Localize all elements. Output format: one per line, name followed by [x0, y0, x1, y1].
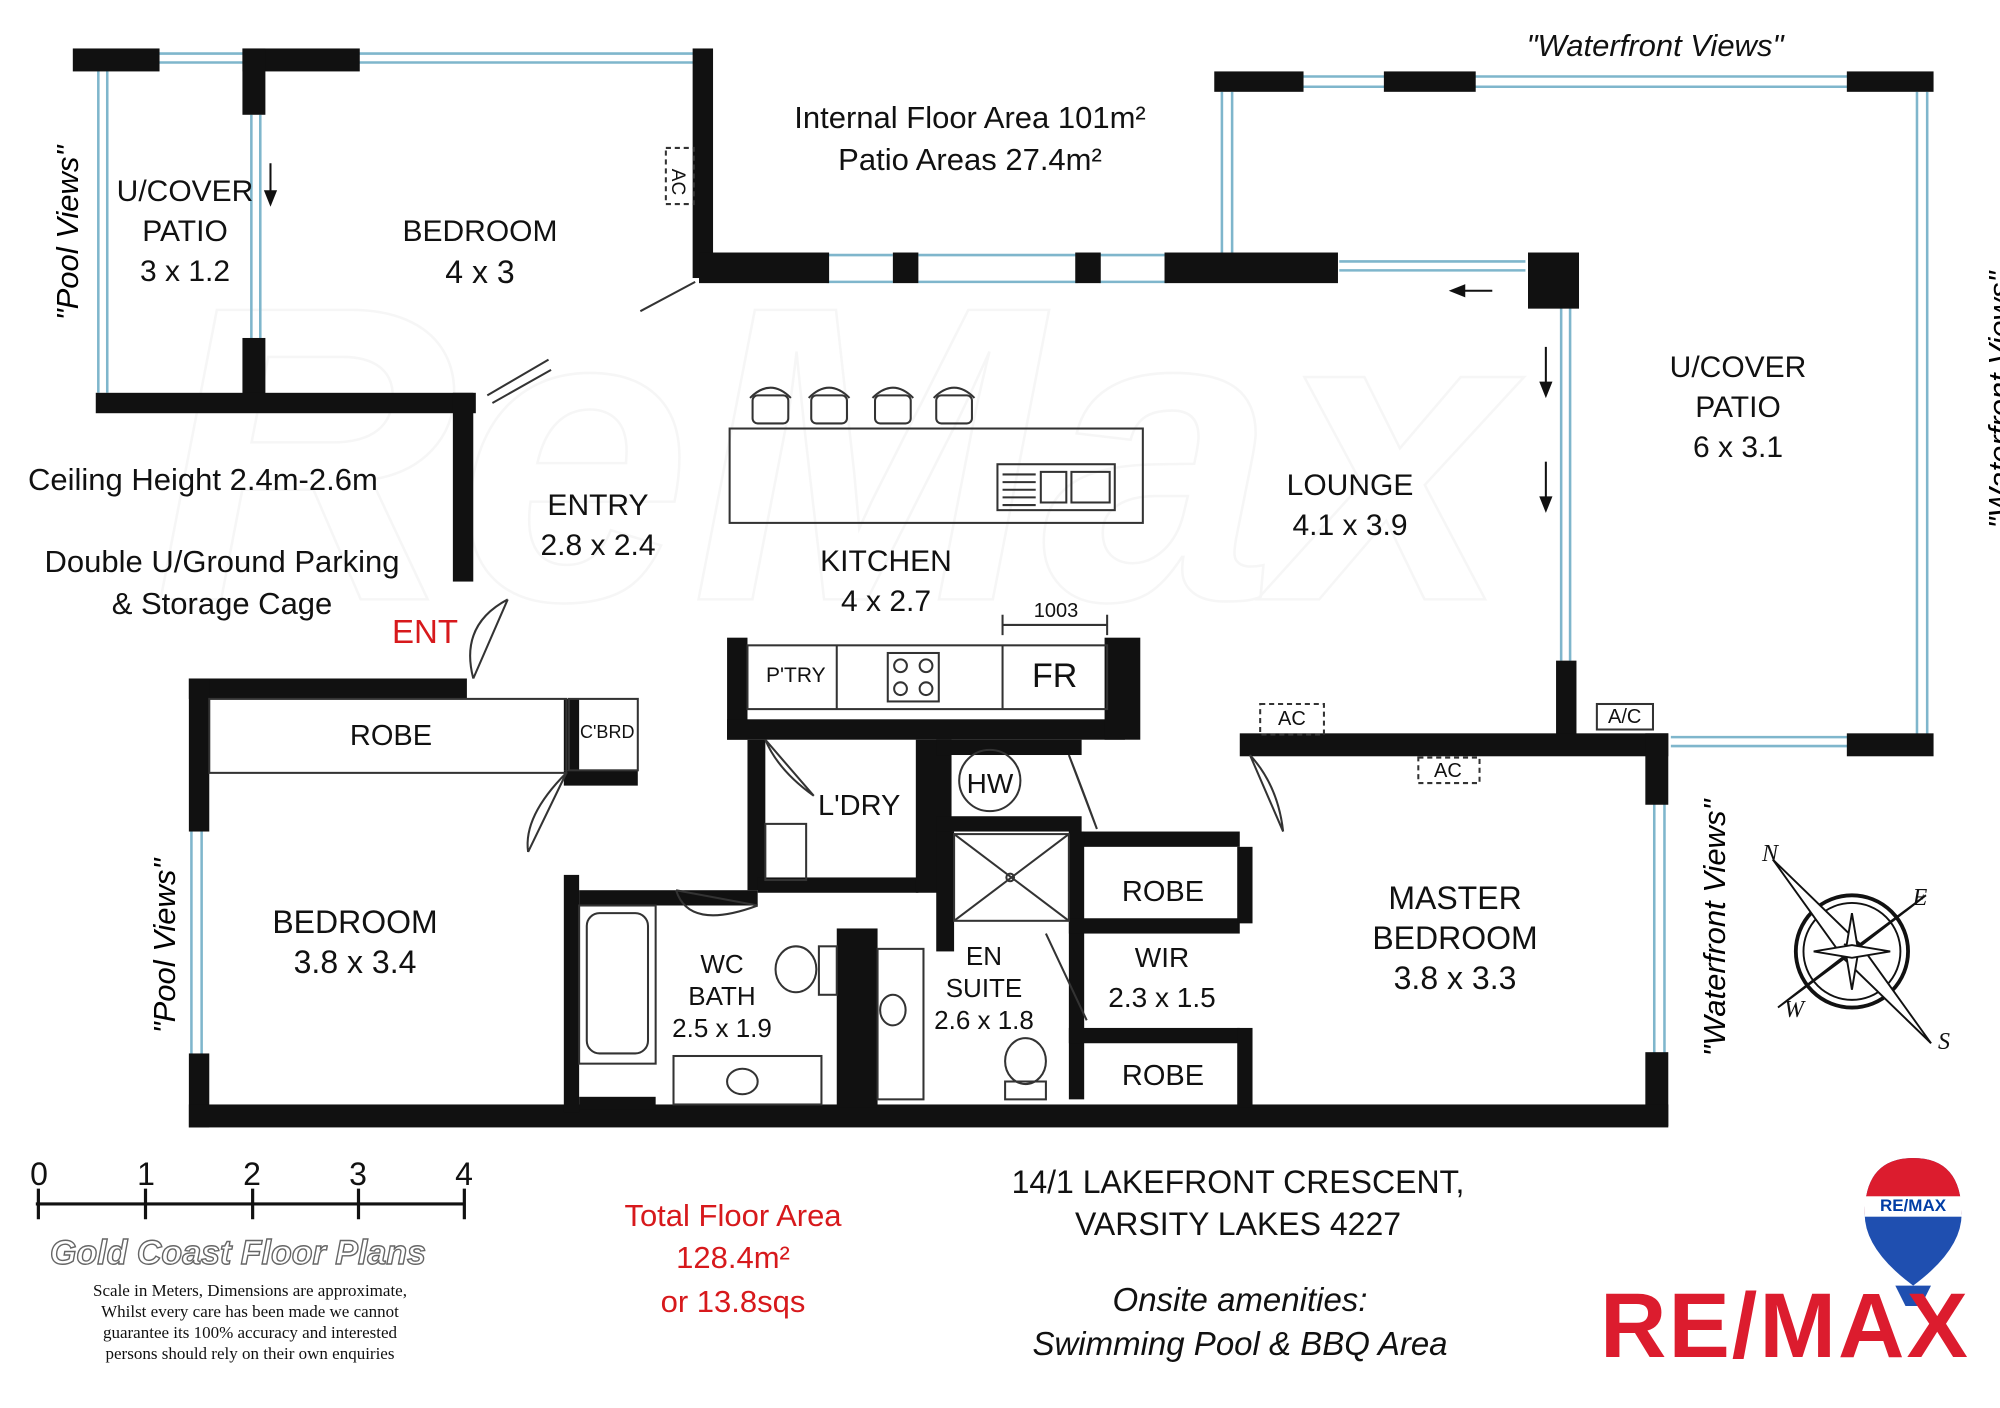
view-label-waterfront-top: "Waterfront Views" [1526, 28, 1784, 63]
view-label-waterfront-master: "Waterfront Views" [1697, 799, 1732, 1057]
watermark: ReMax [152, 218, 1527, 691]
remax-balloon-logo [1864, 1158, 1962, 1306]
ac-label-top: AC [667, 168, 689, 196]
view-label-waterfront-right: "Waterfront Views" [1982, 271, 2000, 529]
cupboard-label: C'BRD [580, 722, 635, 742]
scale-tick-3: 3 [349, 1156, 367, 1192]
windows [97, 52, 1929, 1056]
compass-s: S [1938, 1029, 1950, 1055]
ac-label-lounge: AC [1278, 708, 1306, 730]
scale-tick-2: 2 [243, 1156, 261, 1192]
slide-arrows [263, 163, 1553, 513]
view-label-pool-top: "Pool Views" [50, 145, 85, 321]
brand-name: Gold Coast Floor Plans [49, 1233, 426, 1272]
parking-note-line1: Double U/Ground Parking [44, 544, 400, 579]
patio-floor-area: Patio Areas 27.4m² [838, 142, 1102, 177]
robe-label-wir-top: ROBE [1121, 876, 1205, 908]
hot-water-label: HW [966, 768, 1014, 799]
disclaimer: Scale in Meters, Dimensions are approxim… [93, 1281, 407, 1363]
total-floor-area-label: Total Floor Area [624, 1198, 842, 1233]
balloon-text: RE/MAX [1879, 1196, 1947, 1215]
compass-icon [1772, 858, 1932, 1044]
bar-stools [749, 386, 976, 425]
kitchen-bench [746, 644, 1109, 711]
scale-tick-4: 4 [455, 1156, 473, 1192]
internal-floor-area: Internal Floor Area 101m² [794, 100, 1146, 135]
svg-text:ReMax: ReMax [153, 219, 1526, 689]
ac-label-patio: A/C [1608, 706, 1642, 728]
amenities-list: Swimming Pool & BBQ Area [1032, 1325, 1448, 1362]
walls [72, 48, 1934, 1128]
sink [996, 463, 1116, 512]
compass-w: W [1784, 997, 1804, 1023]
total-floor-area-sqs: or 13.8sqs [660, 1284, 806, 1319]
kitchen-island [728, 427, 1144, 524]
shower [953, 833, 1070, 922]
remax-wordmark: RE/MAX [1600, 1275, 1970, 1377]
view-label-pool-bottom: "Pool Views" [147, 858, 182, 1034]
laundry-label: L'DRY [818, 790, 901, 822]
cooktop [886, 651, 940, 703]
scale-bar [35, 1188, 466, 1220]
address-line1: 14/1 LAKEFRONT CRESCENT, [1011, 1164, 1465, 1200]
scale-tick-0: 0 [30, 1156, 48, 1192]
bathtub [585, 912, 650, 1055]
scale-tick-1: 1 [137, 1156, 155, 1192]
pantry-label: P'TRY [766, 664, 826, 687]
compass-e: E [1912, 885, 1928, 911]
robe-label-wir-bottom: ROBE [1121, 1060, 1205, 1092]
ceiling-height-note: Ceiling Height 2.4m-2.6m [28, 462, 378, 497]
fridge-label: FR [1032, 657, 1078, 695]
vanity [672, 1054, 823, 1106]
compass-n: N [1761, 841, 1779, 867]
robe-label-bedroom: ROBE [349, 720, 433, 752]
parking-note-line2: & Storage Cage [111, 586, 333, 621]
amenities-label: Onsite amenities: [1112, 1281, 1368, 1318]
address-line2: VARSITY LAKES 4227 [1074, 1206, 1402, 1242]
entrance-label: ENT [392, 613, 458, 650]
fixtures [208, 146, 1655, 1106]
ac-label-master: AC [1434, 760, 1462, 782]
hot-water-unit [958, 748, 1022, 813]
fridge-width-label: 1003 [1033, 600, 1079, 622]
total-floor-area-m2: 128.4m² [676, 1240, 790, 1275]
